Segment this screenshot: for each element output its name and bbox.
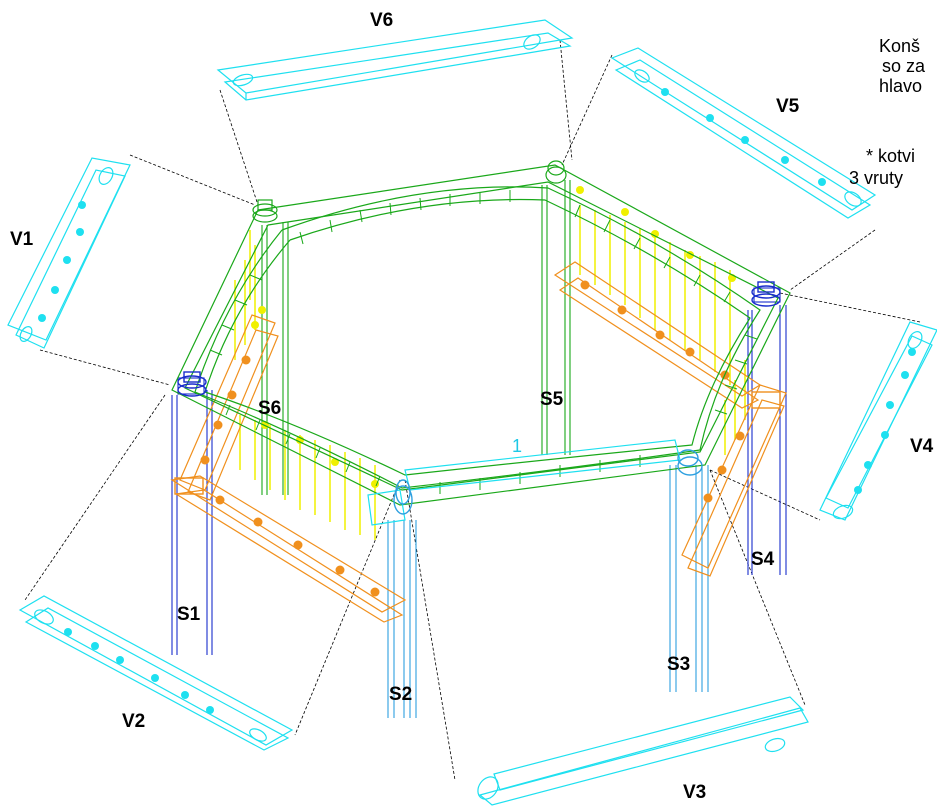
label-V2: V2 — [122, 711, 146, 732]
label-V6: V6 — [370, 10, 394, 31]
post-head-S4 — [751, 281, 781, 307]
green-ladder-ticks — [209, 190, 758, 494]
beam-V6 — [216, 19, 574, 101]
note-line-2: so za — [882, 56, 926, 76]
label-S2: S2 — [389, 684, 413, 705]
label-S1: S1 — [177, 604, 201, 625]
post-head-S5 — [545, 160, 567, 184]
note-line-3: hlavo — [879, 76, 923, 96]
orange-dots — [200, 280, 745, 597]
beam-V3 — [477, 696, 809, 806]
yellow-rod-caps — [251, 186, 736, 488]
post-head-S3 — [677, 449, 703, 476]
post-head-S6 — [252, 199, 278, 223]
orange-bracket-right — [751, 391, 781, 409]
orange-bracket-left — [174, 477, 204, 495]
beam-V2 — [18, 595, 294, 751]
label-V3: V3 — [683, 782, 707, 803]
beam-bolt-dots — [38, 88, 916, 714]
green-top-frame — [171, 164, 791, 506]
post-S2 — [387, 520, 417, 718]
label-S6: S6 — [258, 398, 282, 419]
label-V4: V4 — [910, 436, 934, 457]
note-line-1: Konš — [879, 36, 921, 56]
orange-rail-front-right — [681, 384, 787, 577]
label-beam-1: 1 — [512, 436, 523, 456]
beam-V5 — [610, 47, 877, 219]
label-S3: S3 — [667, 654, 691, 675]
orange-rail-left-top — [179, 314, 279, 501]
label-V1: V1 — [10, 229, 34, 250]
yellow-rods — [234, 205, 746, 540]
note-line-5: 3 vruty — [849, 168, 904, 188]
label-S5: S5 — [540, 389, 564, 410]
beam-V4 — [819, 321, 937, 521]
note-line-4: * kotvi — [866, 146, 916, 166]
leader-lines — [24, 39, 921, 781]
post-S6 — [261, 222, 289, 495]
post-S3 — [669, 465, 709, 692]
label-S4: S4 — [751, 549, 775, 570]
post-head-S2 — [393, 479, 413, 515]
post-head-S1 — [177, 371, 207, 397]
post-S5 — [541, 180, 571, 455]
beam-1 — [367, 439, 681, 526]
post-S4 — [747, 287, 787, 575]
beam-V1 — [7, 157, 131, 349]
label-V5: V5 — [776, 96, 800, 117]
